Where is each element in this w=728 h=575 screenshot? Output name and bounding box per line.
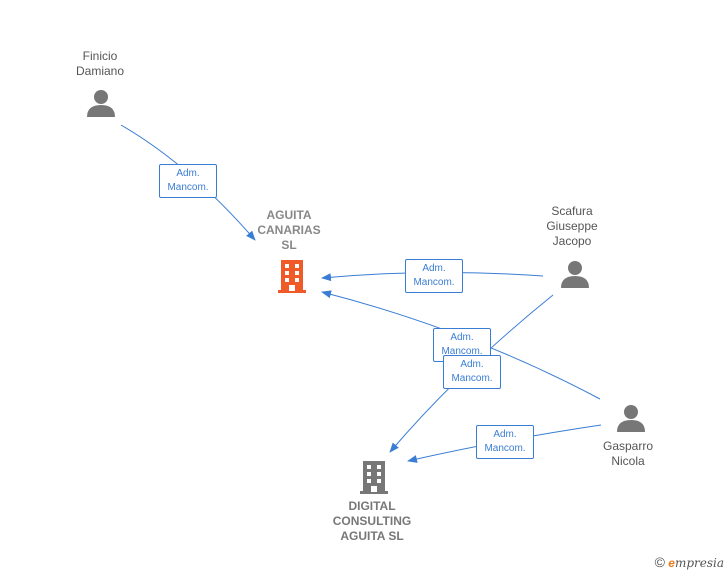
watermark: © empresia [655, 554, 724, 570]
node-label-aguita: AGUITA CANARIAS SL [257, 208, 321, 252]
brand-logo-initial: e [668, 556, 675, 570]
node-label-scafura: Scafura Giuseppe Jacopo [546, 204, 598, 248]
person-icon[interactable] [86, 88, 116, 118]
node-label-digital: DIGITAL CONSULTING AGUITA SL [332, 499, 412, 543]
edge-label-scafura-aguita[interactable]: Adm. Mancom. [405, 259, 463, 293]
edge-label-scafura-digital[interactable]: Adm. Mancom. [443, 355, 501, 389]
edge-label-gasparro-digital[interactable]: Adm. Mancom. [476, 425, 534, 459]
person-icon[interactable] [560, 259, 590, 289]
building-icon[interactable] [358, 459, 390, 495]
person-icon[interactable] [616, 403, 646, 433]
edge-label-finicio-aguita[interactable]: Adm. Mancom. [159, 164, 217, 198]
node-label-gasparro: Gasparro Nicola [602, 439, 654, 468]
copyright-icon: © [654, 554, 665, 570]
brand-logo-text: mpresia [674, 556, 724, 570]
node-label-finicio: Finicio Damiano [75, 49, 125, 78]
building-icon[interactable] [276, 258, 308, 294]
